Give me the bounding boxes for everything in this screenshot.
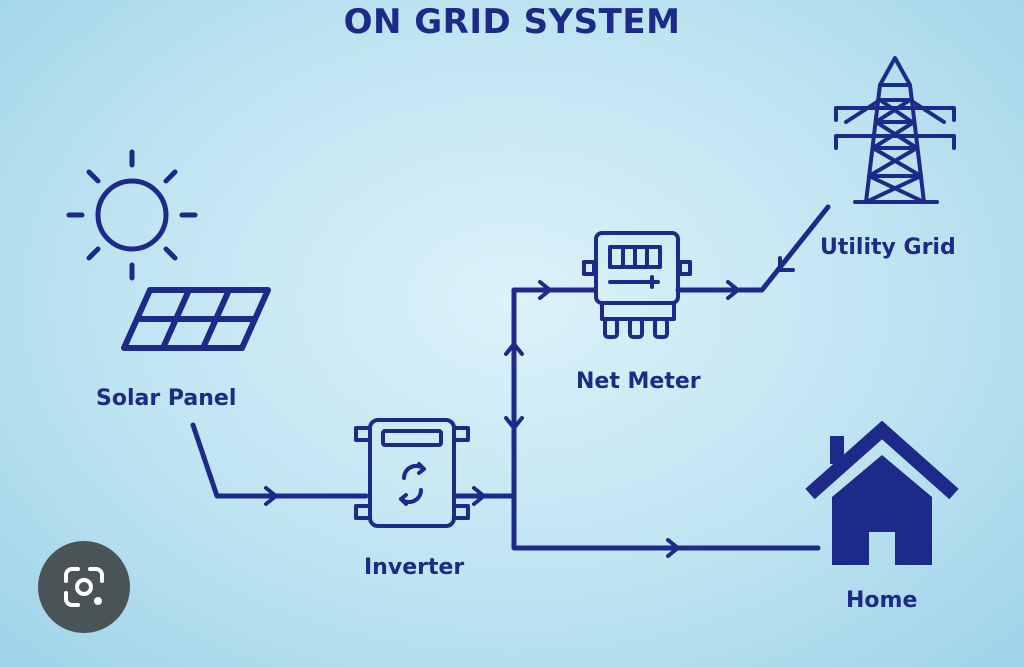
inverter-icon [354, 418, 470, 528]
net-meter-icon [582, 231, 692, 339]
home-label: Home [846, 588, 918, 613]
inverter-label: Inverter [364, 555, 465, 580]
camera-lens-icon [64, 567, 104, 607]
solar-panel-label: Solar Panel [96, 386, 237, 411]
diagram-title: ON GRID SYSTEM [343, 2, 681, 42]
transmission-tower-icon [834, 56, 956, 204]
flow-arrows [264, 256, 795, 558]
net-meter-label: Net Meter [576, 369, 701, 394]
sun-icon [66, 149, 198, 281]
camera-lens-button[interactable] [38, 541, 130, 633]
house-icon [805, 420, 959, 565]
solar-panel-icon [121, 287, 271, 351]
utility-grid-label: Utility Grid [820, 235, 956, 260]
wire-lines [190, 204, 831, 551]
